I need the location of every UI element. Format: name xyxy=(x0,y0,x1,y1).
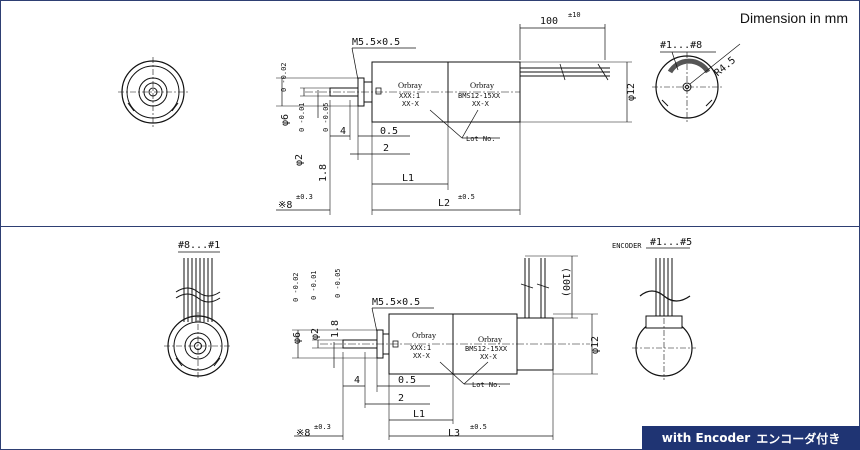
bottom-model-motor: BMS12-15XX xyxy=(465,345,508,353)
bottom-dim-4: 4 xyxy=(354,375,360,386)
units-note: Dimension in mm xyxy=(739,10,848,26)
top-model-gearhead-ratio: XXX:1 xyxy=(399,92,420,100)
top-dim-0-5: 0.5 xyxy=(380,126,398,137)
top-lead-length: 100 xyxy=(540,16,558,27)
top-lot-number: Lot No. xyxy=(466,135,496,143)
badge-label-jp: エンコーダ付き xyxy=(756,431,841,446)
bottom-brand-gearhead: Orbray xyxy=(412,330,437,340)
top-shaft-outer-tolerance: 0 -0.02 xyxy=(280,62,288,92)
top-dim-4: 4 xyxy=(340,126,346,137)
bottom-encoder-pin-numbers: #1...#5 xyxy=(650,237,692,248)
top-shaft-diameter: φ2 xyxy=(294,154,305,166)
bottom-boss-diameter-tolerance: 0 -0.05 xyxy=(334,268,342,298)
bottom-dim-2: 2 xyxy=(398,393,404,404)
top-shaft-diameter-tolerance: 0 -0.01 xyxy=(298,102,306,132)
bottom-brand-motor: Orbray xyxy=(478,334,503,344)
with-encoder-badge: with Encoder エンコーダ付き xyxy=(642,426,860,450)
top-lead-length-tolerance: ±10 xyxy=(568,11,581,19)
top-boss-diameter-tolerance: 0 -0.05 xyxy=(322,102,330,132)
bottom-encoder-label: ENCODER xyxy=(612,242,642,250)
top-body-diameter: φ12 xyxy=(626,83,637,101)
top-dim-star-8: ※8 xyxy=(278,200,292,211)
bottom-end-view-left xyxy=(164,258,232,380)
bottom-body-diameter: φ12 xyxy=(590,336,601,354)
bottom-lead-length: (100) xyxy=(560,267,571,297)
bottom-model-motor-code: XX-X xyxy=(480,353,498,361)
top-thread-callout: M5.5×0.5 xyxy=(352,37,400,48)
bottom-dim-star-8: ※8 xyxy=(296,428,310,439)
bottom-shaft-outer-diameter: φ6 xyxy=(292,332,303,344)
top-model-motor-code: XX-X xyxy=(472,100,490,108)
top-model-gearhead-code: XX-X xyxy=(402,100,420,108)
bottom-shaft-diameter: φ2 xyxy=(310,328,321,340)
top-dim-2: 2 xyxy=(383,143,389,154)
bottom-model-gearhead-code: XX-X xyxy=(413,352,431,360)
bottom-dim-L3: L3 xyxy=(448,428,460,439)
bottom-dim-star-8-tolerance: ±0.3 xyxy=(314,423,331,431)
top-dim-star-8-tolerance: ±0.3 xyxy=(296,193,313,201)
bottom-dim-L3-tolerance: ±0.5 xyxy=(470,423,487,431)
bottom-boss-diameter: 1.8 xyxy=(330,320,341,338)
top-shaft-outer-diameter: φ6 xyxy=(280,114,291,126)
bottom-thread-callout: M5.5×0.5 xyxy=(372,297,420,308)
bottom-lot-number: Lot No. xyxy=(472,381,502,389)
top-brand-motor: Orbray xyxy=(470,80,495,90)
bottom-dim-L1: L1 xyxy=(413,409,425,420)
top-brand-gearhead: Orbray xyxy=(398,80,423,90)
top-dim-L2-tolerance: ±0.5 xyxy=(458,193,475,201)
bottom-shaft-diameter-tolerance: 0 -0.01 xyxy=(310,270,318,300)
badge-label-en: with Encoder xyxy=(661,431,751,445)
bottom-motor-side-view xyxy=(320,258,590,375)
top-boss-diameter: 1.8 xyxy=(318,164,329,182)
top-radius-label: R4.5 xyxy=(713,55,739,79)
top-end-view-right xyxy=(652,43,741,122)
bottom-model-gearhead-ratio: XXX:1 xyxy=(410,344,431,352)
bottom-dim-0-5: 0.5 xyxy=(398,375,416,386)
top-motor-side-view xyxy=(305,61,610,123)
section-divider xyxy=(0,226,860,227)
bottom-shaft-outer-tolerance: 0 -0.02 xyxy=(292,272,300,302)
bottom-pin-numbers: #8...#1 xyxy=(178,240,220,251)
bottom-encoder-end-view xyxy=(632,258,696,380)
top-dim-L2: L2 xyxy=(438,198,450,209)
top-model-motor: BMS12-15XX xyxy=(458,92,501,100)
top-pin-numbers: #1...#8 xyxy=(660,40,702,51)
top-dim-L1: L1 xyxy=(402,173,414,184)
top-end-view-left xyxy=(118,57,188,127)
